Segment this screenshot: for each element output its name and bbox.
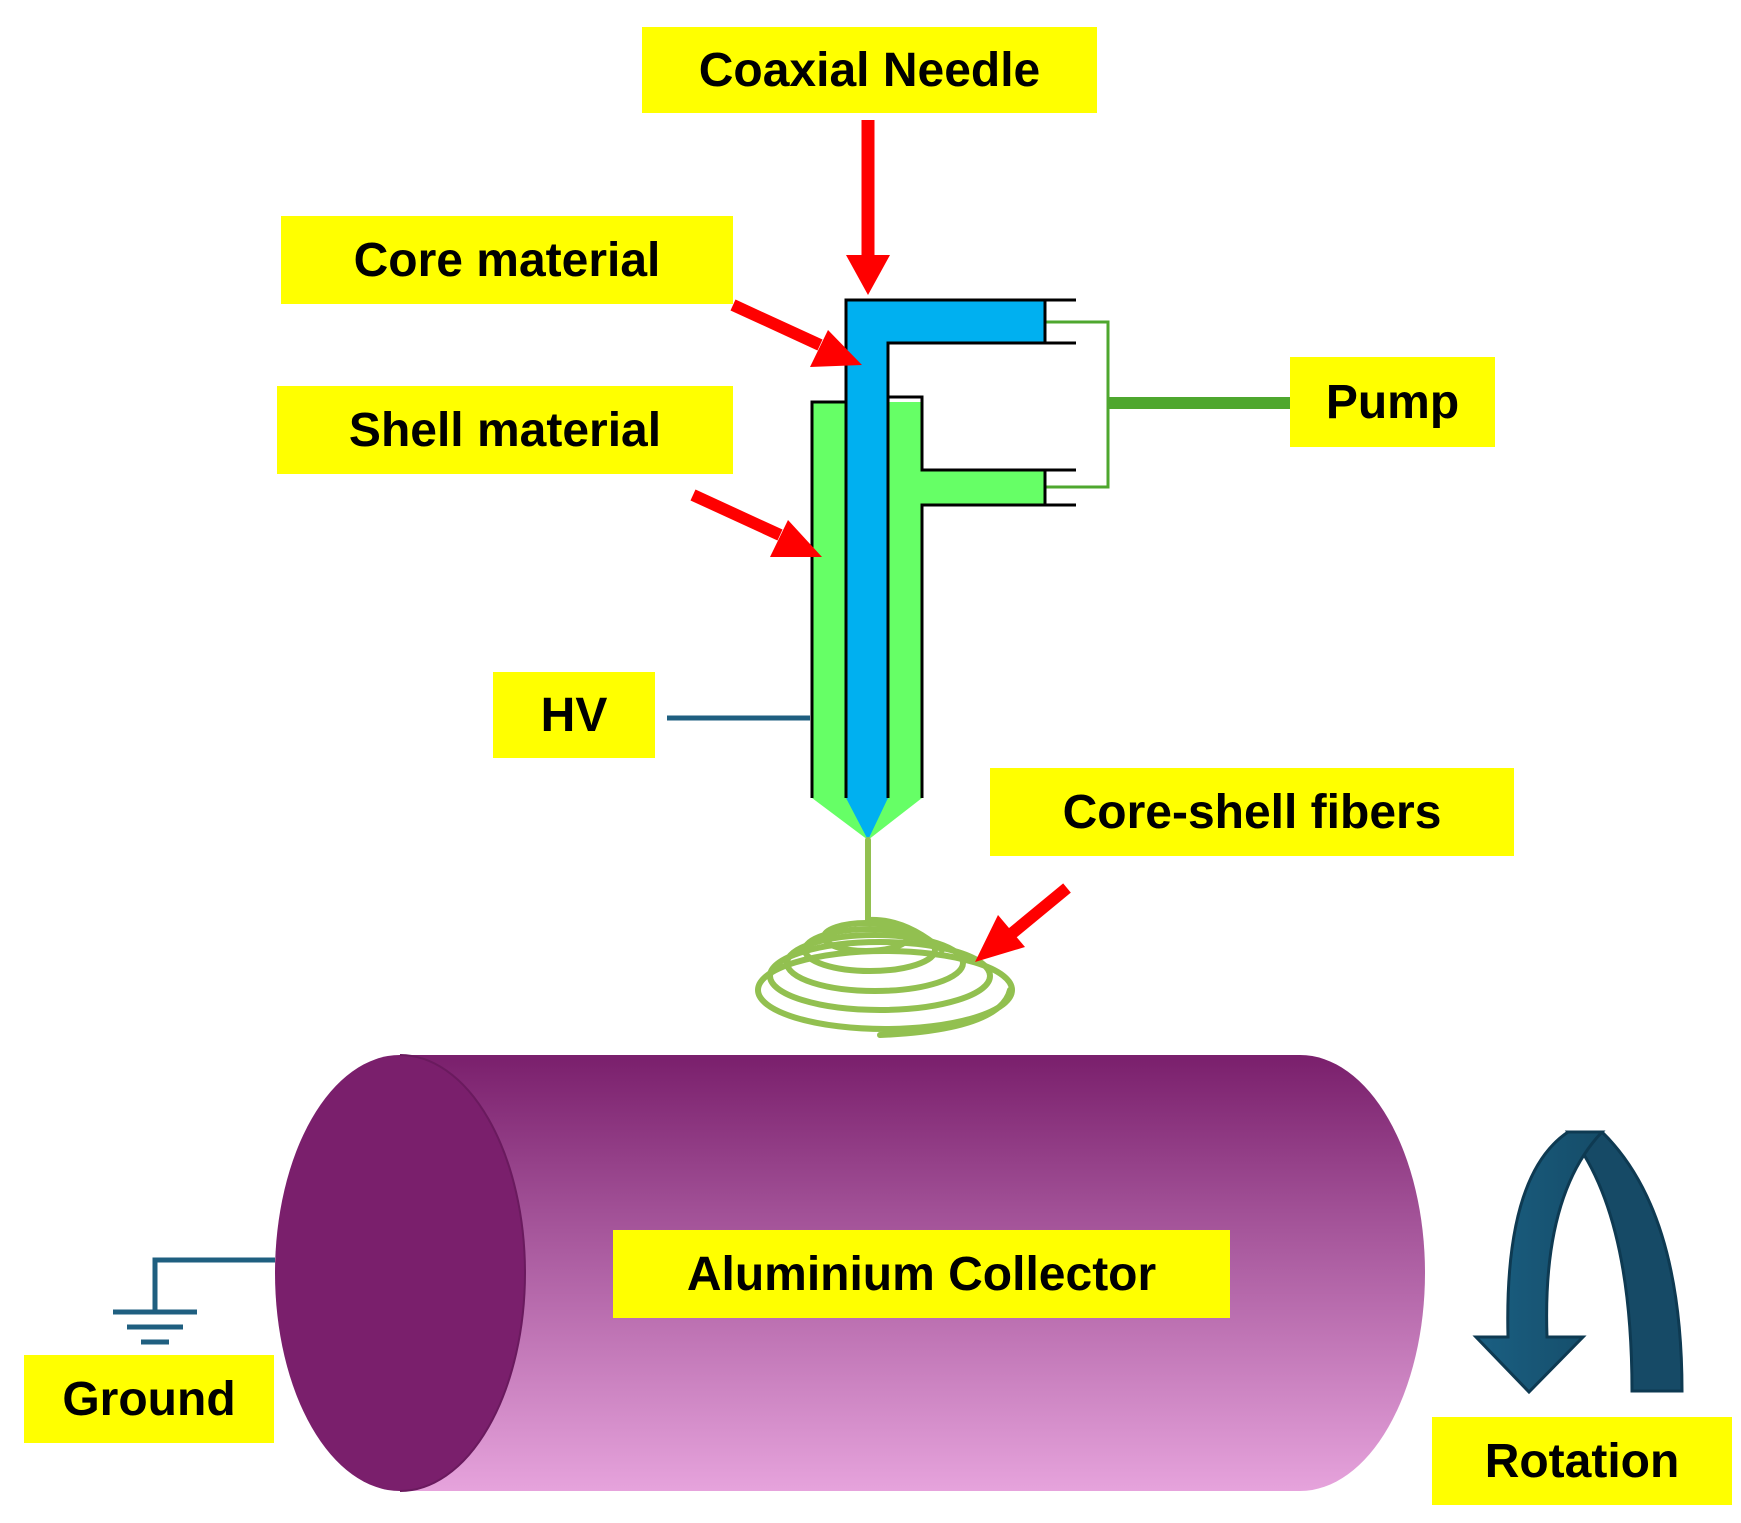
arrow-coaxial-needle xyxy=(846,120,890,295)
core-material-channel xyxy=(846,300,1045,840)
red-arrows xyxy=(690,120,1071,962)
arrow-shell-material xyxy=(690,489,822,557)
rotation-label: Rotation xyxy=(1432,1417,1732,1505)
ground-label: Ground xyxy=(24,1355,274,1443)
rotation-arrow-icon xyxy=(1472,1130,1684,1395)
ground-symbol xyxy=(113,1257,275,1345)
aluminium-collector-label: Aluminium Collector xyxy=(613,1230,1230,1318)
coaxial-needle-outline xyxy=(810,298,1076,798)
collector-end-face xyxy=(275,1055,525,1491)
core-shell-fibers-label: Core-shell fibers xyxy=(990,768,1514,856)
pump-line xyxy=(1045,320,1290,489)
core-shell-fiber-coil xyxy=(755,837,1015,1038)
arrow-core-material xyxy=(730,299,862,367)
core-material-label: Core material xyxy=(281,216,733,304)
hv-label: HV xyxy=(493,672,655,758)
pump-label: Pump xyxy=(1290,357,1495,447)
shell-material-label: Shell material xyxy=(277,386,733,474)
arrow-core-shell-fibers xyxy=(975,883,1071,962)
coaxial-needle-label: Coaxial Needle xyxy=(642,27,1097,113)
